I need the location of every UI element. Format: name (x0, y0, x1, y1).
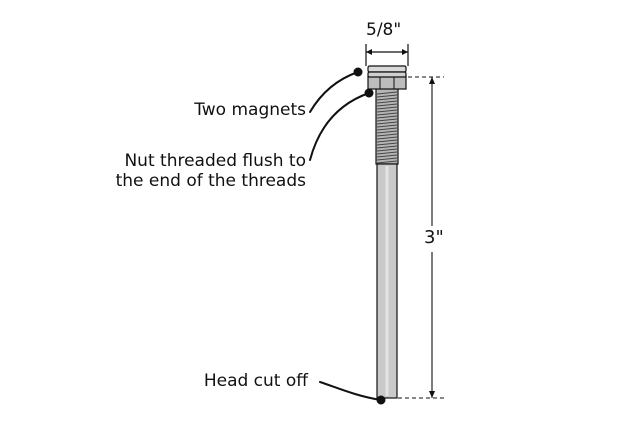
width-dimension (365, 44, 409, 66)
length-dimension (398, 76, 444, 399)
leader-dots (353, 67, 386, 405)
callout-head: Head cut off (203, 371, 308, 391)
callout-nut: Nut threaded flush to the end of the thr… (98, 151, 306, 191)
callout-nut-line1: Nut threaded flush to (124, 151, 306, 171)
thread-mark (376, 100, 398, 104)
thread-mark (376, 115, 398, 119)
thread-mark (376, 91, 398, 95)
thread-mark (376, 94, 398, 98)
thread-mark (376, 133, 398, 137)
thread-mark (376, 127, 398, 131)
callout-magnets: Two magnets (194, 100, 306, 120)
nut (367, 75, 407, 90)
thread-mark (376, 109, 398, 113)
thread-mark (376, 139, 398, 143)
thread-mark (376, 148, 398, 152)
thread-mark (376, 136, 398, 140)
leader-lines (309, 71, 382, 401)
thread-mark (376, 121, 398, 125)
thread-mark (376, 130, 398, 134)
thread-mark (376, 97, 398, 101)
callout-nut-line2: the end of the threads (115, 171, 306, 191)
thread-mark (376, 151, 398, 155)
thread-mark (376, 157, 398, 161)
thread-mark (376, 160, 398, 164)
thread-mark (376, 118, 398, 122)
thread-mark (376, 145, 398, 149)
thread-mark (376, 154, 398, 158)
thread-mark (376, 142, 398, 146)
threaded-section (375, 87, 399, 165)
thread-mark (376, 103, 398, 107)
thread-mark (376, 124, 398, 128)
length-label: 3" (424, 227, 444, 248)
thread-mark (376, 112, 398, 116)
width-label: 5/8" (366, 20, 402, 40)
thread-mark (376, 106, 398, 110)
magnets (367, 65, 407, 78)
